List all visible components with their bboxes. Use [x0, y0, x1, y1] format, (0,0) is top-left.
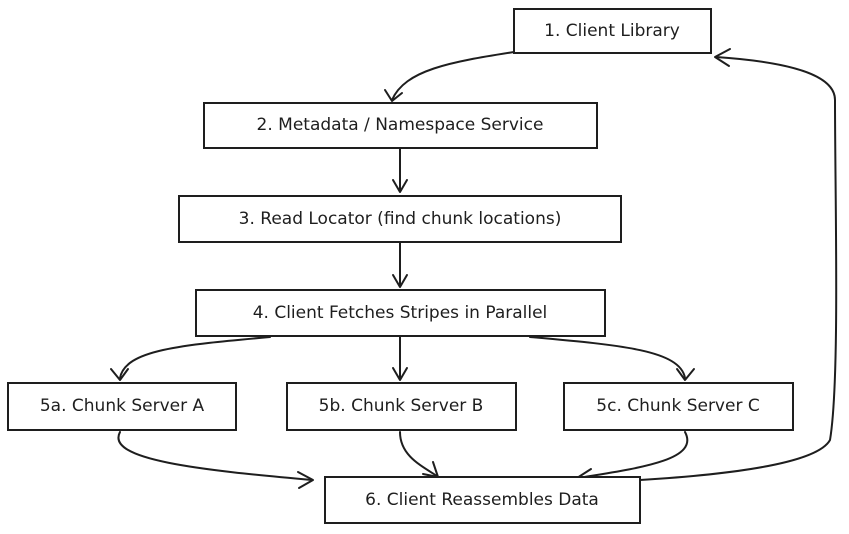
node-label: 3. Read Locator (find chunk locations)	[239, 209, 562, 229]
node-label: 6. Client Reassembles Data	[365, 490, 599, 510]
node-label: 5b. Chunk Server B	[319, 396, 484, 416]
node-client-library: 1. Client Library	[513, 8, 712, 54]
node-chunk-server-c: 5c. Chunk Server C	[563, 382, 794, 431]
node-fetch-stripes: 4. Client Fetches Stripes in Parallel	[195, 289, 606, 337]
edge-fetch-to-chunk-c	[529, 336, 695, 381]
edge-chunk-a-to-reassemble	[117, 431, 314, 489]
edge-metadata-to-read-locator	[392, 147, 408, 193]
node-chunk-server-b: 5b. Chunk Server B	[286, 382, 517, 431]
edge-client-library-to-metadata	[384, 51, 515, 102]
node-chunk-server-a: 5a. Chunk Server A	[7, 382, 237, 431]
edges	[110, 48, 838, 489]
node-label: 2. Metadata / Namespace Service	[257, 115, 544, 135]
node-label: 4. Client Fetches Stripes in Parallel	[253, 303, 548, 323]
node-reassemble: 6. Client Reassembles Data	[324, 476, 641, 524]
node-label: 5c. Chunk Server C	[596, 396, 759, 416]
edge-read-locator-to-fetch	[392, 242, 408, 288]
edge-fetch-to-chunk-b	[392, 336, 408, 381]
edge-chunk-b-to-reassemble	[399, 431, 439, 478]
node-label: 5a. Chunk Server A	[40, 396, 205, 416]
node-label: 1. Client Library	[544, 21, 680, 41]
node-metadata-service: 2. Metadata / Namespace Service	[203, 102, 598, 149]
edge-reassemble-to-client-library	[639, 48, 838, 481]
edge-fetch-to-chunk-a	[110, 336, 271, 381]
node-read-locator: 3. Read Locator (find chunk locations)	[178, 195, 622, 243]
